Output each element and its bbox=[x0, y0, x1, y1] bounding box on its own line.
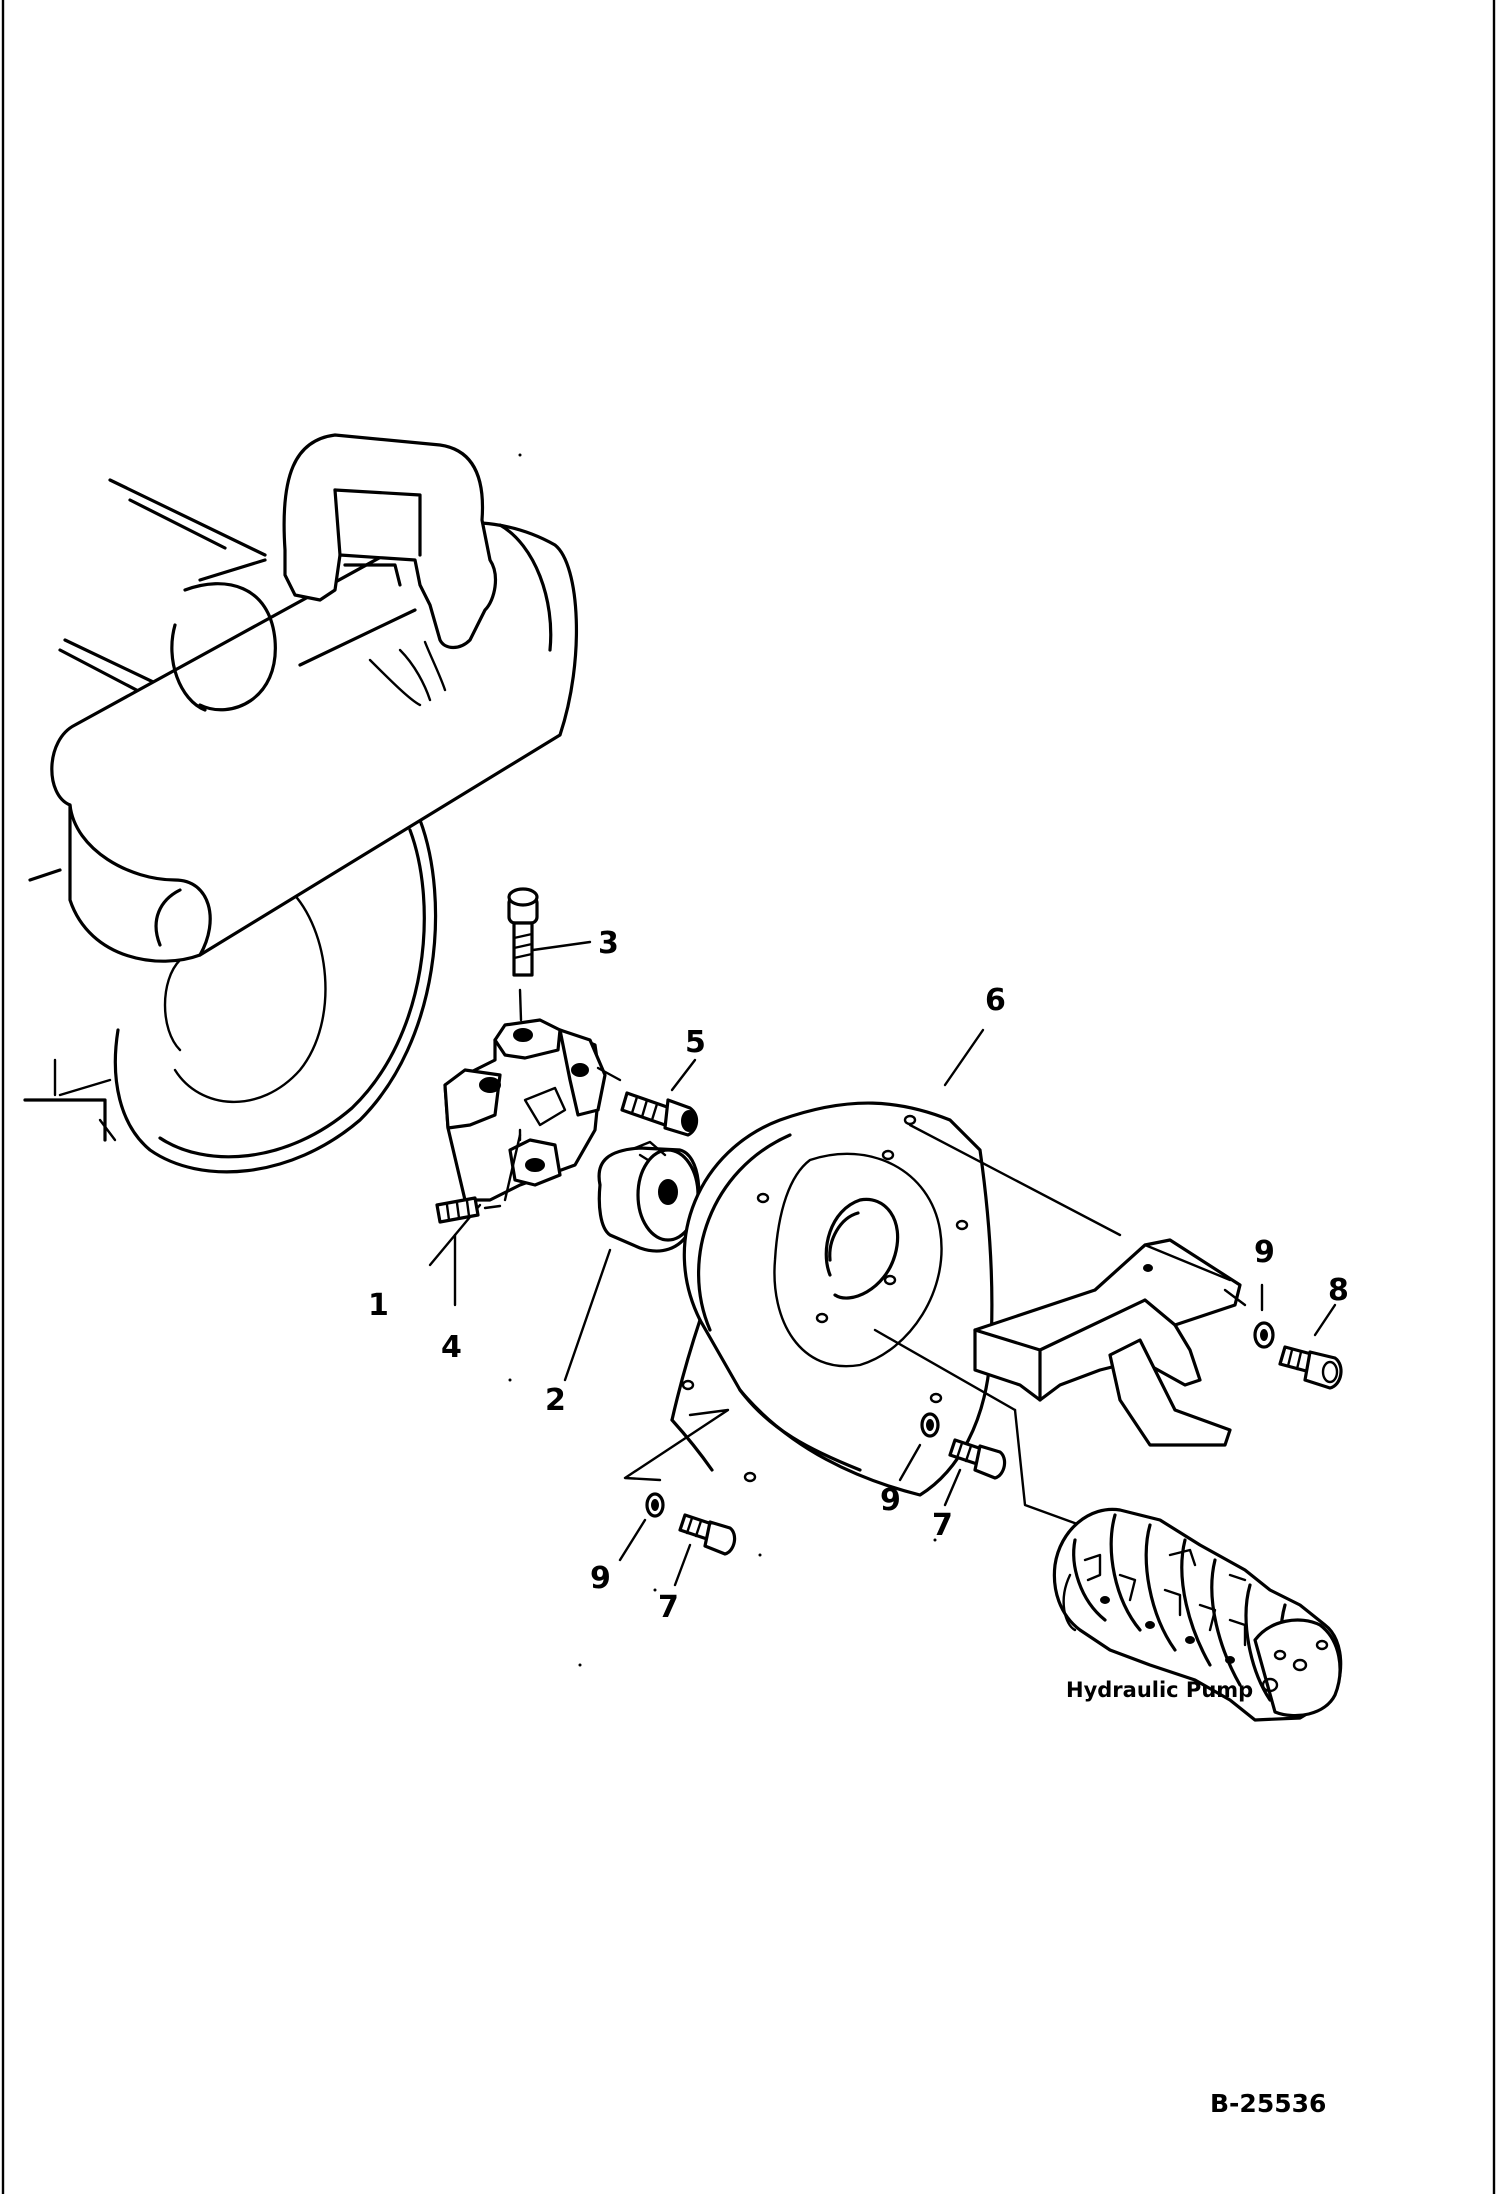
callout-8: 8 bbox=[1328, 1273, 1349, 1308]
leader-lines bbox=[873, 1283, 1264, 1527]
hydraulic-pump bbox=[1052, 1507, 1343, 1722]
callout-9-right: 9 bbox=[1254, 1235, 1275, 1270]
part-1-coupling bbox=[428, 1018, 607, 1267]
callout-9-left: 9 bbox=[590, 1561, 611, 1596]
callout-6: 6 bbox=[985, 983, 1006, 1018]
callout-9-middle: 9 bbox=[880, 1483, 901, 1518]
callout-7-right: 7 bbox=[932, 1508, 953, 1543]
callout-1: 1 bbox=[368, 1288, 389, 1323]
callout-7-left: 7 bbox=[658, 1590, 679, 1625]
part-2-hub bbox=[563, 1140, 701, 1382]
part-5-bolt bbox=[596, 1058, 699, 1137]
part-4-set-screw bbox=[435, 1196, 502, 1307]
part-3-bolt bbox=[507, 887, 592, 1022]
drawing-code: B-25536 bbox=[1210, 2089, 1326, 2118]
engine-flywheel-housing bbox=[23, 433, 579, 1174]
scan-specks bbox=[508, 453, 937, 1667]
part-9-washers bbox=[618, 1321, 1275, 1562]
part-6-mounting-plate bbox=[623, 1028, 1242, 1497]
part-8-bolt bbox=[1278, 1303, 1343, 1390]
callout-4: 4 bbox=[441, 1330, 462, 1365]
callout-2: 2 bbox=[545, 1383, 566, 1418]
callout-3: 3 bbox=[598, 926, 619, 961]
part-7-bolts bbox=[673, 1438, 1007, 1587]
callout-5: 5 bbox=[685, 1025, 706, 1060]
hydraulic-pump-label: Hydraulic Pump bbox=[1066, 1678, 1253, 1702]
